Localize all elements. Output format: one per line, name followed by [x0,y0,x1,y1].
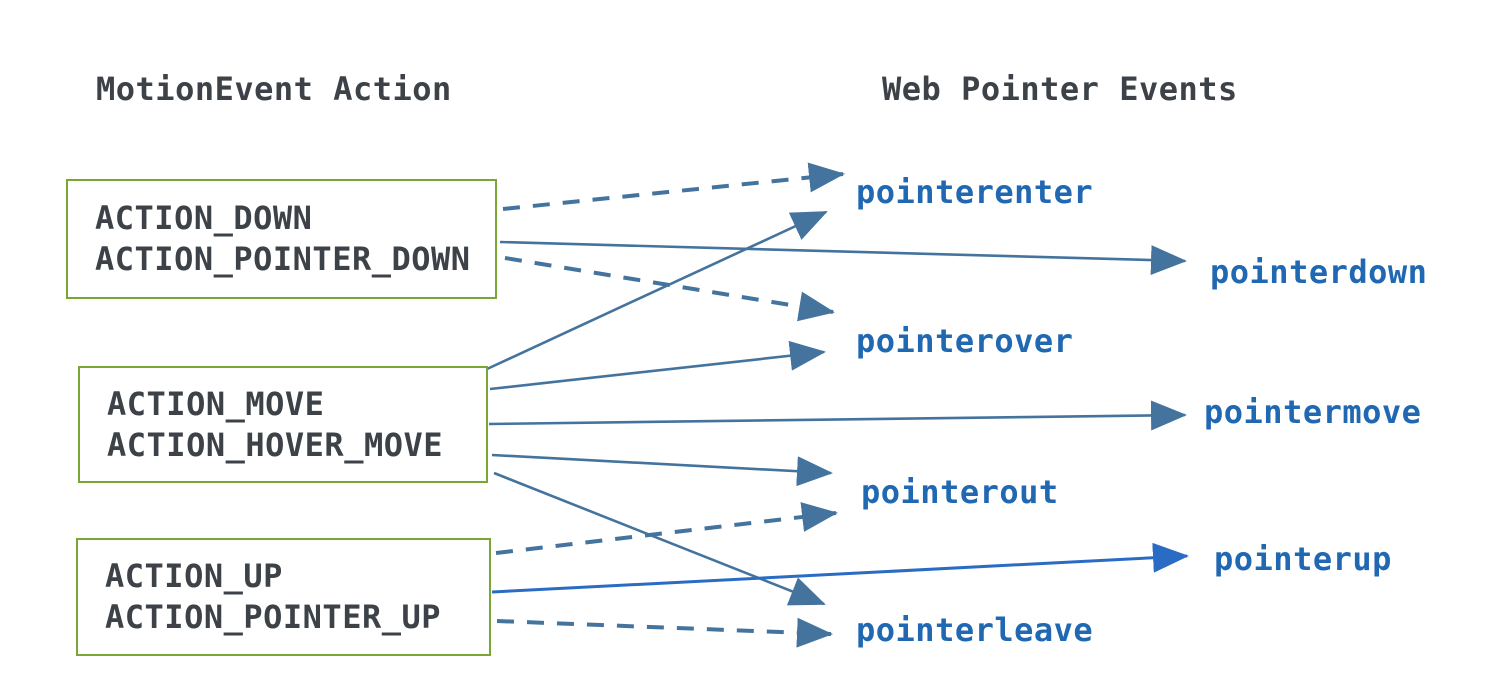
action-box-line: ACTION_POINTER_DOWN [95,240,471,278]
arrow-pointerenter-solid [486,210,828,371]
event-label-pointerup: pointerup [1214,540,1392,578]
arrow-pointerenter-dashed [502,162,845,211]
arrow-pointerleave-dashed [496,617,833,648]
arrow-pointerdown-solid [499,240,1187,276]
right-column-header: Web Pointer Events [882,70,1238,108]
arrow-pointerover-solid [489,340,826,391]
action-box-down: ACTION_DOWN ACTION_POINTER_DOWN [66,179,497,299]
event-label-pointerenter: pointerenter [856,173,1094,211]
event-label-pointerdown: pointerdown [1210,253,1428,291]
arrow-pointermove-solid [488,400,1187,431]
left-column-header: MotionEvent Action [96,70,452,108]
event-label-pointerleave: pointerleave [856,611,1094,649]
arrow-pointerout-dashed [495,502,838,555]
arrow-pointerup-solid [491,542,1189,594]
action-box-line: ACTION_MOVE [107,384,325,423]
event-label-pointerover: pointerover [856,322,1074,360]
event-label-pointerout: pointerout [861,473,1059,511]
action-box-line: ACTION_HOVER_MOVE [107,425,444,464]
action-box-line: ACTION_UP [105,557,283,595]
action-box-line: ACTION_POINTER_UP [105,598,442,636]
action-box-move: ACTION_MOVE ACTION_HOVER_MOVE [78,366,488,483]
arrow-pointerleave-solid [493,471,826,606]
action-box-line: ACTION_DOWN [95,199,313,237]
event-label-pointermove: pointermove [1204,393,1422,431]
arrow-pointerout-solid [491,453,833,487]
action-box-up: ACTION_UP ACTION_POINTER_UP [76,538,491,656]
